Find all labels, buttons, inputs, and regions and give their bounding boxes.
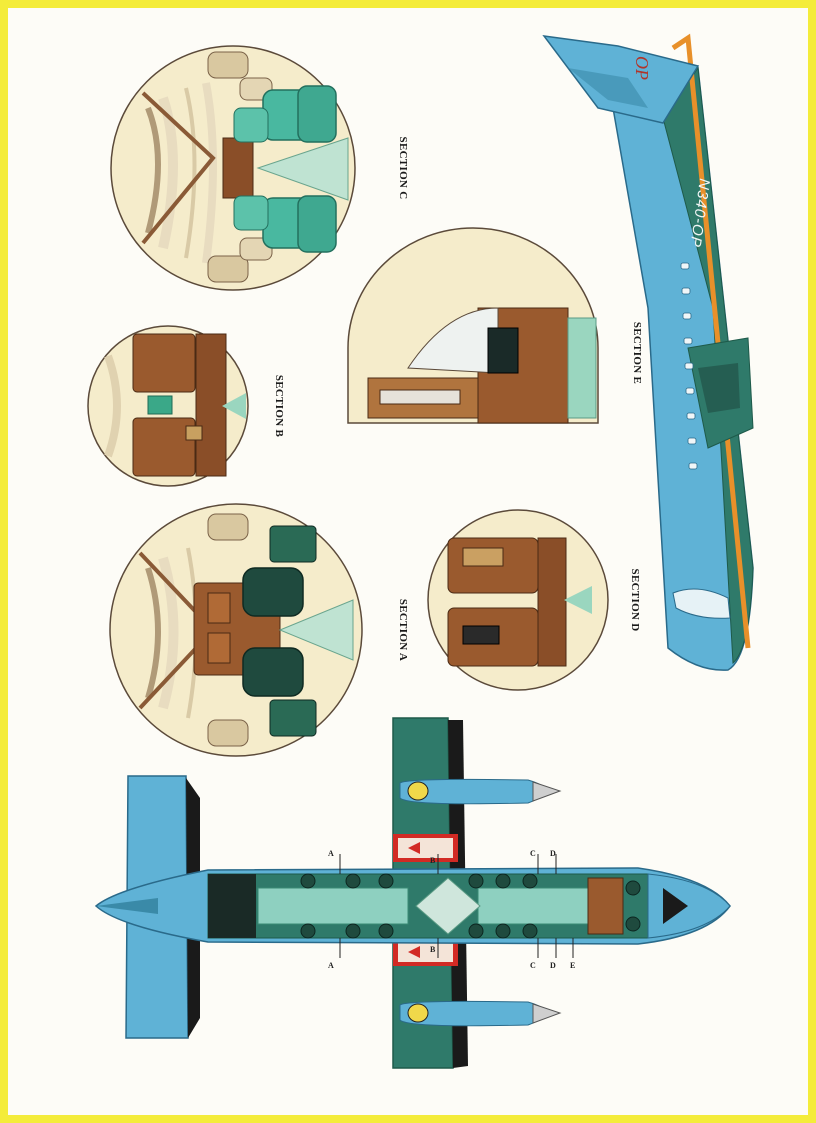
section-cut-labels: A A B B C C D D E: [328, 849, 575, 970]
section-c-view: SECTION C: [110, 45, 409, 291]
cabin-layout-sheet: SECTION C SECTION B SECTION A: [8, 8, 808, 1115]
cut-label-d-top: D: [550, 849, 556, 858]
aircraft-plan-view: A A B B C C D D E: [94, 717, 731, 1069]
section-b-label: SECTION B: [273, 375, 285, 438]
section-b-view: SECTION B: [87, 325, 285, 487]
section-e-label: SECTION E: [631, 322, 643, 384]
section-c-label: SECTION C: [397, 137, 409, 200]
tail-logo: OP: [632, 56, 652, 80]
aircraft-side-view: OP N340-OP: [542, 33, 754, 671]
cabin-layout-diagram: SECTION C SECTION B SECTION A: [87, 33, 754, 1069]
section-d-label: SECTION D: [629, 569, 641, 632]
section-e-view: SECTION E: [347, 227, 643, 424]
cut-label-a-top: A: [328, 849, 334, 858]
cut-label-e: E: [570, 961, 575, 970]
cut-label-b-top: B: [430, 856, 436, 865]
section-d-view: SECTION D: [427, 509, 641, 691]
cut-label-d-bottom: D: [550, 961, 556, 970]
section-a-view: SECTION A: [109, 503, 409, 757]
cut-label-c-top: C: [530, 849, 536, 858]
section-a-label: SECTION A: [397, 599, 409, 661]
cut-label-b-bottom: B: [430, 945, 436, 954]
cut-label-a-bottom: A: [328, 961, 334, 970]
cut-label-c-bottom: C: [530, 961, 536, 970]
